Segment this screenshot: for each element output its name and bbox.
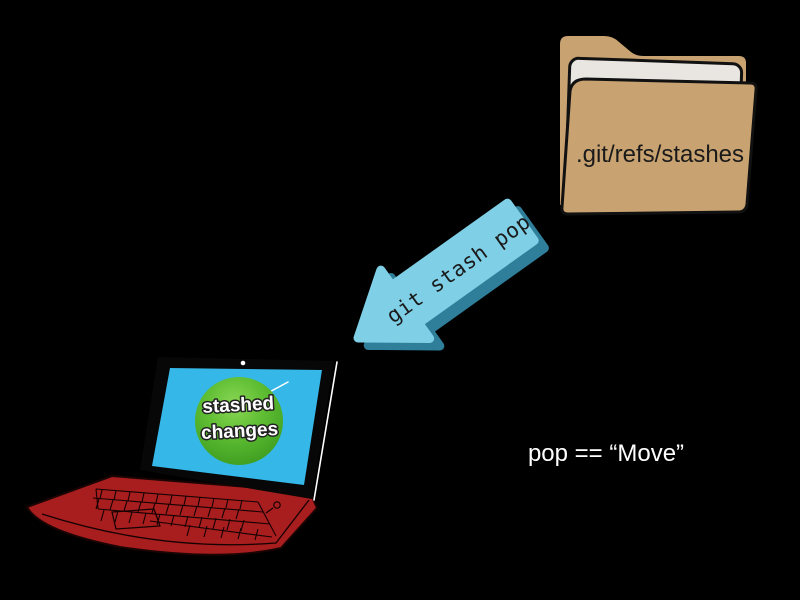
- pop-move-note: pop == “Move”: [528, 440, 684, 467]
- git-stash-pop-arrow: git stash pop: [353, 198, 549, 351]
- laptop-power-hook: [265, 507, 274, 514]
- folder-icon: .git/refs/stashes: [560, 36, 758, 216]
- screen-label-line2: changes: [201, 419, 279, 444]
- folder-front: [560, 77, 758, 216]
- stashed-changes-ball: [195, 377, 283, 465]
- keyboard-key-ticks-row2: [95, 498, 240, 520]
- keyboard-row-lines: [92, 488, 277, 538]
- keyboard-key-ticks-row3: [100, 509, 245, 532]
- laptop-keyboard: [92, 488, 277, 541]
- laptop-lid-edge-highlight: [313, 361, 338, 501]
- laptop-lip-line: [41, 499, 310, 546]
- keyboard-key-ticks-row1: [99, 489, 243, 510]
- laptop-power-button: [273, 501, 281, 509]
- laptop-trackpad: [111, 508, 161, 530]
- folder-label: .git/refs/stashes: [576, 141, 744, 168]
- arrow-face: [353, 198, 539, 344]
- laptop-camera-dot: [240, 360, 246, 366]
- keyboard-key-ticks-space-row: [186, 524, 259, 541]
- laptop-icon: stashed changes: [26, 357, 338, 556]
- screen-label-line1: stashed: [202, 393, 275, 418]
